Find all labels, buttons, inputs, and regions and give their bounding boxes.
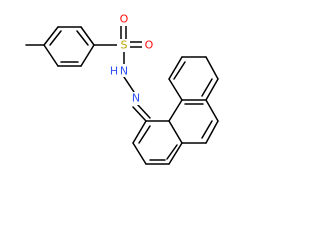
ring-bond: [132, 120, 147, 144]
oxygen-right-label: O: [145, 39, 154, 52]
ring-bond: [205, 120, 219, 144]
ring-bond: [168, 99, 183, 122]
ring-bond: [43, 26, 59, 46]
sulfur-label: S: [121, 39, 128, 52]
nitrogen-carbon-double-bond: [136, 103, 151, 119]
oxygen-top-label: O: [120, 13, 129, 26]
ring-double-bond: [201, 78, 213, 97]
ring-bond: [205, 78, 219, 101]
ring-double-bond: [166, 144, 178, 160]
nitrogen-carbon-double-bond: [132, 106, 147, 122]
ring-bond: [205, 56, 219, 80]
ring-bond: [205, 99, 219, 122]
atom-labels: S O O H N N: [108, 13, 156, 105]
imine-nitrogen-label-bg: [129, 92, 142, 105]
anthracene-rings: [132, 56, 219, 165]
ring-double-bond: [201, 120, 213, 139]
ring-bond: [168, 142, 183, 165]
amine-nitrogen-label: N: [120, 65, 128, 78]
amine-hydrogen-label: H: [110, 65, 118, 78]
ring-bond: [43, 44, 59, 67]
sulfonyl-group: [93, 25, 143, 65]
oxygen-right-label-bg: [142, 38, 156, 51]
oxygen-top-label-bg: [117, 13, 131, 26]
amine-nitrogen-label-bg: [108, 64, 132, 77]
ring-double-bond: [138, 125, 151, 144]
imine-nitrogen-label: N: [132, 92, 140, 105]
ring-bond: [80, 26, 95, 46]
nitrogen-nitrogen-bond: [123, 76, 135, 93]
ring-double-bond: [173, 61, 186, 80]
ring-bond: [168, 120, 183, 144]
hydrazone-linker: [123, 76, 170, 122]
ring-double-bond: [76, 30, 89, 46]
ring-double-bond: [49, 30, 62, 46]
ring-bond: [168, 56, 183, 80]
sulfur-label-bg: [117, 39, 130, 52]
toluene-ring: [25, 26, 95, 67]
molecule-structure-diagram: S O O H N N: [25, 13, 219, 165]
ring-bond: [132, 142, 147, 165]
ring-bond: [80, 44, 95, 67]
ring-bond: [168, 78, 183, 101]
